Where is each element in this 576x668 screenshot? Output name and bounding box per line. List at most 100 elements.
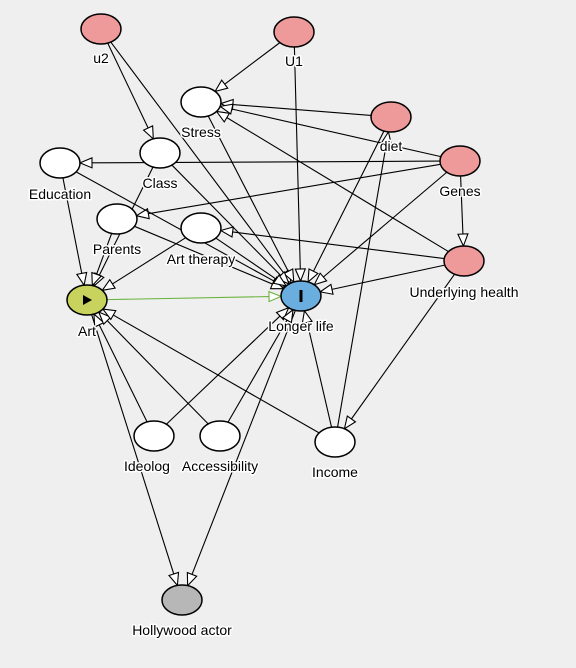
node-shape-plain[interactable] [39,147,81,179]
node-stress[interactable]: Stress [180,86,222,142]
edge-arrowhead [215,110,231,123]
node-accessibility[interactable]: Accessibility [180,420,260,476]
edge-genes-to-stress[interactable] [218,103,441,158]
edge-arrowhead [101,308,117,321]
node-shape-plain[interactable] [314,426,356,458]
edge-income-to-art[interactable] [101,308,320,434]
edge-u1-to-longer[interactable] [293,46,307,283]
edge-line [96,233,113,275]
node-label: U1 [285,53,303,69]
node-diet[interactable]: diet [370,101,412,156]
edge-income-to-longer[interactable] [301,309,333,428]
node-longer[interactable]: Longer life [267,280,335,336]
edge-genes-to-underlying[interactable] [457,175,469,248]
edge-line [337,143,387,428]
edge-stress-to-longer[interactable] [207,115,295,284]
node-shape-plain[interactable] [180,212,222,244]
node-parents[interactable]: Parents [91,203,143,259]
edge-line [107,42,149,129]
node-education[interactable]: Education [27,147,93,204]
node-art[interactable]: Art [66,284,108,341]
edge-parents-to-art[interactable] [91,233,113,287]
edge-line [106,296,270,301]
edge-line [171,164,282,276]
edge-line [106,320,209,425]
node-genes[interactable]: Genes [438,145,482,201]
node-shape-selection[interactable] [161,584,203,616]
node-hollywood[interactable]: Hollywood actor [131,584,234,640]
edge-line [165,315,281,425]
node-u1[interactable]: U1 [273,16,315,71]
node-shape-plain[interactable] [199,420,241,452]
edge-art-to-hollywood[interactable] [91,314,180,587]
edge-arrowhead [281,308,294,324]
node-shape-latent[interactable] [370,101,412,133]
edge-arrowhead [268,290,283,303]
edge-arrowhead [343,415,357,430]
edge-art-to-longer[interactable] [106,290,283,303]
edge-line [207,115,289,272]
node-label: Parents [93,241,141,257]
edge-arrowhead [301,309,313,325]
edge-genes-to-education[interactable] [78,157,441,169]
node-underlying[interactable]: Underlying health [408,245,520,302]
edge-line [227,319,288,423]
node-label: Art [78,323,96,339]
edge-u2-to-class[interactable] [107,42,154,141]
edge-line [293,46,301,270]
edge-line [91,314,175,575]
node-class[interactable]: Class [139,137,181,193]
edge-education-to-art[interactable] [62,177,88,287]
edge-ideology-to-art[interactable] [93,312,148,423]
edge-arrowhead [218,103,234,115]
edge-arrowhead [219,226,234,238]
edge-ideology-to-longer[interactable] [165,306,290,425]
edge-line [113,314,320,434]
edge-accessibility-to-art[interactable] [97,311,209,425]
edge-underlying-to-stress[interactable] [215,110,449,253]
edge-underlying-to-income[interactable] [343,273,456,430]
node-label: Genes [439,183,480,199]
node-shape-plain[interactable] [180,86,222,118]
edge-line [62,177,83,274]
edge-line [215,237,277,280]
edge-arrowhead [75,271,88,287]
edge-arrowhead [97,311,112,326]
edge-line [148,163,441,215]
node-label: Ideolog [124,458,170,474]
node-label: Underlying health [410,284,519,300]
edge-line [226,117,449,253]
edge-arttherapy-to-longer[interactable] [215,237,288,287]
edge-arrowhead [142,125,154,141]
edge-arrowhead [101,278,117,292]
edge-arttherapy-to-art[interactable] [101,237,186,292]
node-label: Hollywood actor [132,622,232,638]
edge-underlying-to-longer[interactable] [318,264,445,295]
edge-longer-to-hollywood[interactable] [186,310,296,587]
node-income[interactable]: Income [311,426,360,482]
edge-underlying-to-arttherapy[interactable] [219,226,445,260]
edge-genes-to-parents[interactable] [135,163,441,220]
node-label: Education [29,186,91,202]
node-shape-latent[interactable] [443,245,485,277]
node-label: Accessibility [182,458,258,474]
node-arttherapy[interactable]: Art therapy [165,212,237,269]
edge-income-to-diet[interactable] [337,130,393,428]
node-u2[interactable]: u2 [80,13,122,68]
edge-diet-to-longer[interactable] [307,130,385,284]
node-shape-latent[interactable] [439,145,481,177]
edge-line [312,130,385,272]
edge-u1-to-stress[interactable] [213,42,281,93]
node-ideology[interactable]: Ideolog [123,420,175,476]
node-shape-plain[interactable] [133,420,175,452]
node-shape-plain[interactable] [96,203,138,235]
edge-arrowhead [313,272,328,286]
node-shape-latent[interactable] [80,13,122,45]
edge-genes-to-longer[interactable] [313,171,448,286]
edge-arrowhead [318,283,334,295]
edge-accessibility-to-longer[interactable] [227,308,294,423]
node-label: u2 [93,50,109,66]
node-shape-latent[interactable] [273,16,315,48]
node-shape-plain[interactable] [139,137,181,169]
